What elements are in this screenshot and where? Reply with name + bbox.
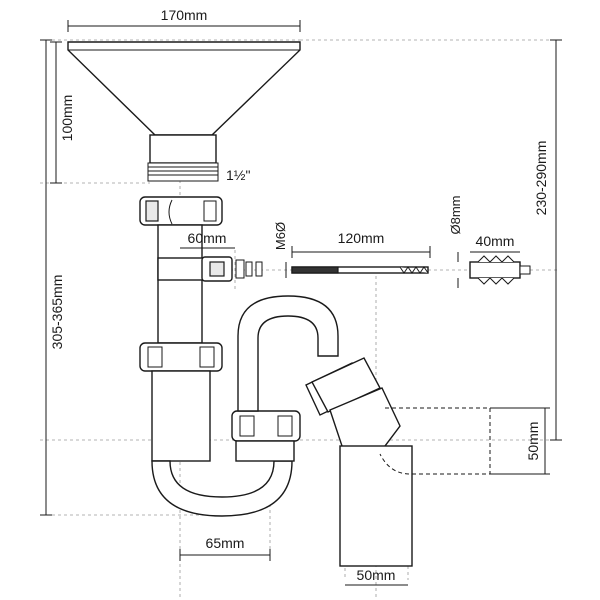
label-funnel-height: 100mm — [59, 95, 75, 142]
label-outlet-size: 50mm — [525, 422, 541, 461]
wall-plug — [469, 255, 531, 285]
label-total-height: 305-365mm — [49, 275, 65, 350]
inlet-pipe — [157, 224, 213, 344]
trap-riser — [231, 295, 339, 462]
wall-bracket — [201, 256, 263, 282]
label-plug-length: 40mm — [476, 233, 515, 249]
trap-bowl — [151, 370, 293, 517]
middle-nut — [139, 342, 223, 372]
funnel — [67, 41, 301, 182]
hanger-bolt — [291, 266, 429, 274]
label-bottom-outlet: 50mm — [357, 567, 396, 583]
dimension-lines — [40, 20, 562, 586]
label-thread-size: 1½" — [226, 167, 250, 183]
label-bracket-offset: 60mm — [188, 230, 227, 246]
label-plug-diameter: Ø8mm — [448, 196, 463, 235]
label-top-width: 170mm — [161, 7, 208, 23]
label-trap-offset: 65mm — [206, 535, 245, 551]
upper-nut — [139, 196, 223, 226]
label-bolt-length: 120mm — [338, 230, 385, 246]
guide-lines — [40, 39, 560, 600]
label-right-height: 230-290mm — [533, 141, 549, 216]
outlet-elbow — [305, 357, 491, 567]
label-bolt-thread: M6Ø — [273, 222, 288, 250]
